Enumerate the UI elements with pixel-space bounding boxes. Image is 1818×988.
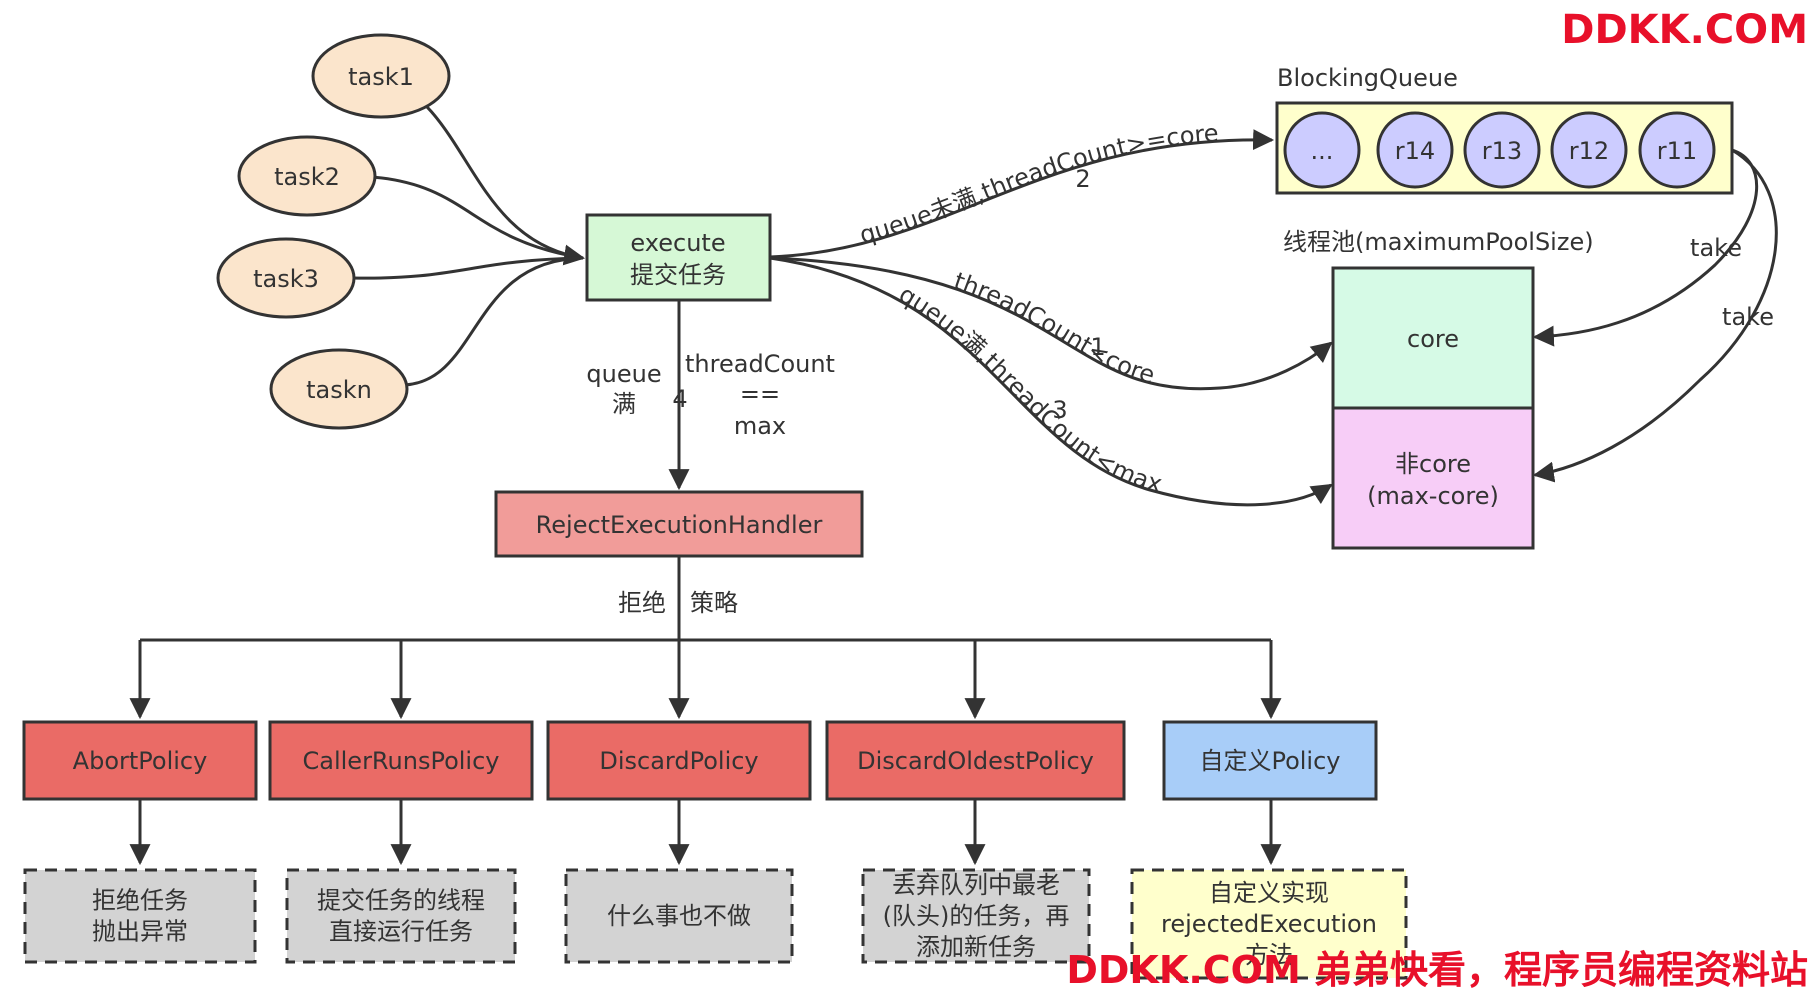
noncore-label: 非core — [1395, 450, 1471, 478]
policy-desc-line: (队头)的任务，再 — [883, 902, 1070, 930]
policy-desc-line: 拒绝任务 — [92, 887, 188, 915]
policy-name: DiscardPolicy — [599, 747, 758, 775]
queue-item: r12 — [1550, 111, 1628, 189]
policy-desc-line: 什么事也不做 — [607, 902, 751, 930]
execute-sublabel: 提交任务 — [630, 261, 726, 289]
task-node-3: task3 — [216, 237, 356, 319]
policy-desc-line: 添加新任务 — [916, 933, 1036, 961]
take-connectors — [1532, 148, 1778, 483]
task-node-2: task2 — [237, 135, 377, 217]
queue-items: ... r14 r13 r12 r11 — [1283, 111, 1716, 189]
execute-label: execute — [630, 229, 725, 257]
queue-item-label: r13 — [1482, 137, 1522, 165]
policy-desc-line: 方法 — [1245, 941, 1293, 969]
task-node-n: taskn — [269, 348, 409, 430]
policy-desc-line: 自定义实现 — [1209, 879, 1329, 907]
noncore-sublabel: (max-core) — [1367, 482, 1499, 510]
thread-pool: core 非core (max-core) — [1331, 266, 1535, 550]
queue-item-label: r11 — [1657, 137, 1697, 165]
edge-number-4: 4 — [672, 385, 687, 413]
policy-desc-line: rejectedExecution — [1161, 910, 1377, 938]
reject-handler-label: RejectExecutionHandler — [536, 511, 823, 539]
edge-label-equals: == — [740, 380, 780, 408]
policy-desc-line: 提交任务的线程 — [317, 887, 485, 915]
policy-desc-line: 抛出异常 — [92, 918, 188, 946]
policy-name: 自定义Policy — [1199, 747, 1340, 775]
edge-label-to-queue: queue未满,threadCount>=core — [857, 119, 1220, 249]
task-label: task1 — [348, 63, 414, 91]
edge-number-3: 3 — [1052, 396, 1067, 424]
reject-label-refuse: 拒绝 — [618, 589, 666, 617]
watermark-bottom: DDKK.COM 弟弟快看，程序员编程资料站 — [1066, 948, 1808, 988]
queue-item: r13 — [1463, 111, 1541, 189]
queue-item-label: r12 — [1569, 137, 1609, 165]
queue-item: ... — [1283, 111, 1361, 189]
queue-item: r11 — [1638, 111, 1716, 189]
edge-label-threadcount: threadCount — [685, 350, 835, 378]
policy-tree — [140, 556, 1271, 642]
task-label: task3 — [253, 265, 319, 293]
policy-desc-line: 丢弃队列中最老 — [892, 871, 1060, 899]
task-connectors — [351, 76, 586, 387]
task-label: taskn — [306, 376, 372, 404]
edge-label-queue: queue — [586, 360, 661, 388]
policy-3: DiscardPolicy 什么事也不做 — [546, 640, 812, 964]
pool-title: 线程池(maximumPoolSize) — [1283, 228, 1594, 256]
take-label-noncore: take — [1722, 303, 1774, 331]
task-node-1: task1 — [311, 33, 451, 119]
reject-handler-node: RejectExecutionHandler — [494, 490, 864, 558]
edge-label-max: max — [734, 412, 786, 440]
queue-item: r14 — [1376, 111, 1454, 189]
edge-number-2: 2 — [1075, 165, 1090, 193]
policy-5: 自定义Policy 自定义实现 rejectedExecution 方法 — [1130, 640, 1408, 980]
edge-label-full: 满 — [612, 390, 636, 418]
task-label: task2 — [274, 163, 340, 191]
policy-name: CallerRunsPolicy — [303, 747, 500, 775]
core-region — [1331, 266, 1535, 410]
take-label-core: take — [1690, 234, 1742, 262]
queue-item-label: ... — [1311, 137, 1334, 165]
execute-connectors — [668, 129, 1333, 507]
edge-number-1: 1 — [1090, 333, 1105, 361]
policy-desc-line: 直接运行任务 — [329, 918, 473, 946]
noncore-region — [1331, 406, 1535, 550]
reject-label-strategy: 策略 — [690, 589, 738, 617]
policy-name: AbortPolicy — [73, 747, 208, 775]
execute-node: execute 提交任务 — [585, 213, 772, 302]
queue-title: BlockingQueue — [1277, 64, 1458, 92]
watermark-top: DDKK.COM — [1561, 7, 1808, 53]
core-label: core — [1407, 325, 1459, 353]
policy-name: DiscardOldestPolicy — [857, 747, 1094, 775]
queue-item-label: r14 — [1395, 137, 1435, 165]
